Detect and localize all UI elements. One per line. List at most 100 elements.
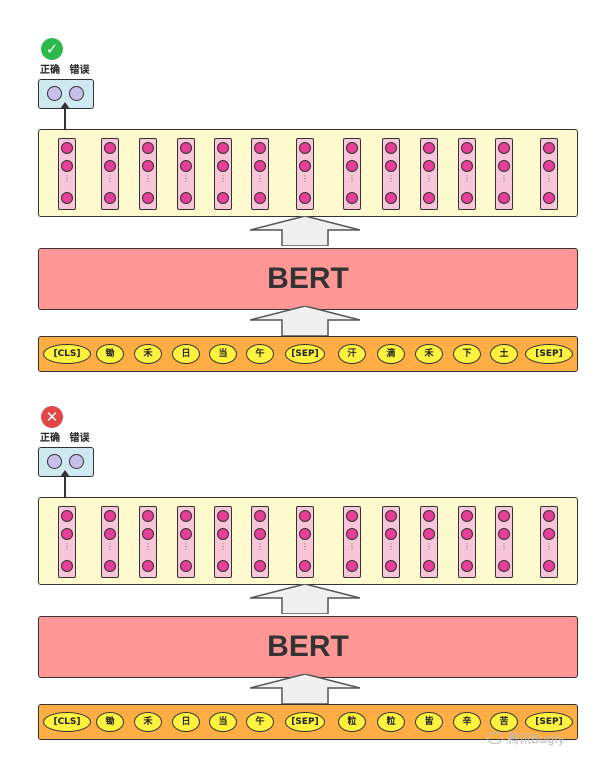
input-token: 当	[209, 344, 237, 364]
neuron-node	[61, 160, 73, 172]
neuron-node	[461, 160, 473, 172]
input-token: 粒	[338, 712, 366, 732]
cls-arrow	[60, 102, 70, 130]
neuron-node	[61, 510, 73, 522]
neuron-node	[142, 160, 154, 172]
neuron-node	[104, 510, 116, 522]
neuron-node	[423, 142, 435, 154]
ellipsis-icon: ⋮	[500, 174, 508, 183]
neuron-node	[346, 142, 358, 154]
neuron-node	[254, 142, 266, 154]
neuron-node	[217, 510, 229, 522]
hidden-vector-column: ⋮	[58, 506, 76, 578]
up-arrow-icon	[250, 674, 360, 704]
neuron-node	[385, 160, 397, 172]
output-layer: ⋮⋮⋮⋮⋮⋮⋮⋮⋮⋮⋮⋮⋮	[38, 129, 578, 217]
hidden-vector-column: ⋮	[251, 138, 269, 210]
neuron-node	[385, 510, 397, 522]
neuron-node	[180, 510, 192, 522]
hidden-vector-column: ⋮	[382, 138, 400, 210]
ellipsis-icon: ⋮	[387, 174, 395, 183]
input-token: [CLS]	[43, 712, 91, 732]
ellipsis-icon: ⋮	[63, 174, 71, 183]
neuron-node	[385, 560, 397, 572]
panel-bottom: ✕ 正确 错误 ⋮⋮⋮⋮⋮⋮⋮⋮⋮⋮⋮⋮⋮ BERT [CLS]锄禾日当午[SE…	[0, 368, 600, 740]
neuron-node	[104, 192, 116, 204]
neuron-node	[61, 528, 73, 540]
ellipsis-icon: ⋮	[463, 174, 471, 183]
ellipsis-icon: ⋮	[348, 542, 356, 551]
neuron-node	[142, 560, 154, 572]
neuron-node	[385, 142, 397, 154]
hidden-vector-column: ⋮	[420, 506, 438, 578]
hidden-vector-column: ⋮	[101, 506, 119, 578]
neuron-node	[385, 528, 397, 540]
hidden-vector-column: ⋮	[296, 138, 314, 210]
neuron-node	[217, 160, 229, 172]
neuron-node	[461, 142, 473, 154]
neuron-node	[461, 528, 473, 540]
neuron-node	[180, 192, 192, 204]
input-token: 当	[209, 712, 237, 732]
ellipsis-icon: ⋮	[545, 542, 553, 551]
input-token: 汗	[338, 344, 366, 364]
input-token: [SEP]	[525, 344, 573, 364]
hidden-vector-column: ⋮	[177, 138, 195, 210]
neuron-node	[142, 142, 154, 154]
neuron-node	[299, 560, 311, 572]
hidden-vector-column: ⋮	[101, 138, 119, 210]
ellipsis-icon: ⋮	[500, 542, 508, 551]
neuron-node	[461, 510, 473, 522]
neuron-node	[543, 528, 555, 540]
hidden-vector-column: ⋮	[343, 506, 361, 578]
hidden-vector-column: ⋮	[214, 138, 232, 210]
neuron-node	[180, 560, 192, 572]
neuron-node	[498, 510, 510, 522]
ellipsis-icon: ⋮	[144, 542, 152, 551]
hidden-vector-column: ⋮	[495, 506, 513, 578]
neuron-node	[498, 160, 510, 172]
hidden-vector-column: ⋮	[139, 138, 157, 210]
neuron-node	[61, 560, 73, 572]
neuron-node	[217, 528, 229, 540]
up-arrow-icon	[250, 306, 360, 336]
neuron-node	[498, 560, 510, 572]
neuron-node	[104, 160, 116, 172]
neuron-node	[346, 560, 358, 572]
ellipsis-icon: ⋮	[182, 174, 190, 183]
neuron-node	[423, 160, 435, 172]
neuron-node	[543, 160, 555, 172]
ellipsis-icon: ⋮	[182, 542, 190, 551]
neuron-node	[346, 160, 358, 172]
neuron-node	[346, 528, 358, 540]
input-token: 苦	[490, 712, 518, 732]
ellipsis-icon: ⋮	[256, 174, 264, 183]
x-circle-icon: ✕	[41, 406, 63, 428]
class-node-correct	[47, 86, 62, 101]
neuron-node	[217, 560, 229, 572]
input-token: [SEP]	[285, 712, 325, 732]
neuron-node	[299, 510, 311, 522]
hidden-vector-column: ⋮	[458, 506, 476, 578]
ellipsis-icon: ⋮	[106, 174, 114, 183]
neuron-node	[180, 160, 192, 172]
ellipsis-icon: ⋮	[219, 174, 227, 183]
neuron-node	[142, 528, 154, 540]
neuron-node	[299, 160, 311, 172]
hidden-vector-column: ⋮	[214, 506, 232, 578]
neuron-node	[104, 528, 116, 540]
ellipsis-icon: ⋮	[463, 542, 471, 551]
neuron-node	[299, 192, 311, 204]
bert-model: BERT	[38, 616, 578, 678]
neuron-node	[61, 142, 73, 154]
input-layer: [CLS]锄禾日当午[SEP]汗滴禾下土[SEP]	[38, 336, 578, 372]
hidden-vector-column: ⋮	[139, 506, 157, 578]
neuron-node	[423, 560, 435, 572]
class-labels: 正确 错误	[40, 429, 95, 444]
neuron-node	[461, 192, 473, 204]
input-token: 午	[246, 344, 274, 364]
neuron-node	[346, 192, 358, 204]
neuron-node	[104, 560, 116, 572]
hidden-vector-column: ⋮	[343, 138, 361, 210]
input-token: 下	[453, 344, 481, 364]
